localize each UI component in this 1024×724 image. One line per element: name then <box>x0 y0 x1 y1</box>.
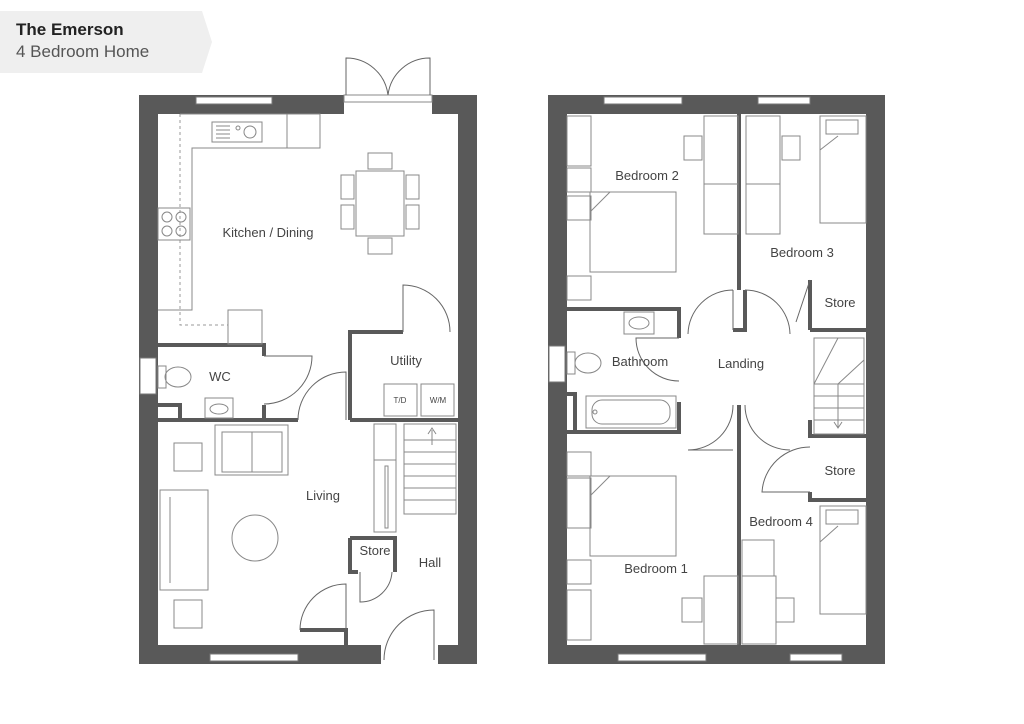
toilet-icon <box>157 365 192 389</box>
sofa-left-icon <box>159 489 209 591</box>
label-living: Living <box>306 488 340 503</box>
bed3-bed-icon <box>819 115 867 224</box>
wc-basin-icon <box>204 397 234 419</box>
dining-table-icon <box>340 152 420 255</box>
store-lower-door <box>761 446 811 493</box>
title-banner-shape <box>0 11 212 73</box>
gf-window-living <box>209 653 299 662</box>
plan-title: The Emerson <box>16 20 124 39</box>
gf-wall-top-right <box>432 95 477 114</box>
label-wc: WC <box>209 369 231 384</box>
gf-wall-right <box>458 95 477 664</box>
gf-window-wc <box>139 357 157 395</box>
washing-machine <box>420 383 455 417</box>
wc-door <box>263 355 313 405</box>
ff-window-bedroom4 <box>789 653 843 662</box>
ff-wall-right <box>866 95 885 664</box>
bed2-desk-icon <box>683 115 739 235</box>
bed1-desk-icon <box>681 575 739 645</box>
living-hall-door <box>299 583 347 631</box>
bath-icon <box>585 395 677 429</box>
bed3-desk-icon <box>745 115 801 235</box>
bed1-wardrobe <box>566 451 592 641</box>
bed2-door <box>687 289 734 335</box>
bathroom-basin-icon <box>623 311 655 335</box>
ff-window-bedroom2 <box>603 96 683 105</box>
ground-stairs-icon <box>403 423 457 515</box>
label-kitchen-dining: Kitchen / Dining <box>222 225 313 240</box>
label-utility: Utility <box>390 353 422 368</box>
label-bedroom3: Bedroom 3 <box>770 245 834 260</box>
coffee-table-icon <box>231 514 279 562</box>
gf-wall-store <box>350 536 397 572</box>
first-stairs-icon <box>813 337 865 435</box>
label-bedroom1: Bedroom 1 <box>624 561 688 576</box>
bathroom-toilet-icon <box>566 351 602 375</box>
label-washing-machine: W/M <box>430 396 447 405</box>
label-store-upper: Store <box>824 295 855 310</box>
store-door <box>359 571 393 603</box>
label-bedroom4: Bedroom 4 <box>749 514 813 529</box>
ff-wall-store2 <box>808 492 866 502</box>
front-door <box>383 609 435 661</box>
kitchen-unit <box>227 309 263 345</box>
bed4-door <box>744 404 791 451</box>
bed4-desk-icon <box>741 539 795 645</box>
ground-floor-plan: Kitchen / Dining WC Utility T/D W/M Livi… <box>139 57 477 664</box>
hall-cupboard <box>373 423 397 533</box>
bed3-door <box>744 289 791 335</box>
ff-wall-bathroom-top <box>567 307 681 338</box>
label-store-lower: Store <box>824 463 855 478</box>
label-hall: Hall <box>419 555 442 570</box>
gf-wall-bottom-right <box>438 645 477 664</box>
gf-wall-utility <box>348 330 403 420</box>
side-table-2-icon <box>173 599 203 629</box>
tumble-dryer <box>383 383 418 417</box>
label-store: Store <box>359 543 390 558</box>
ff-window-bedroom3 <box>757 96 811 105</box>
side-table-icon <box>173 442 203 472</box>
label-bathroom: Bathroom <box>612 354 668 369</box>
kitchen-sink-icon <box>211 121 263 143</box>
store-upper-door <box>795 279 811 323</box>
bed2-wardrobe <box>566 115 592 221</box>
kitchen-worktop <box>158 113 321 311</box>
label-bedroom2: Bedroom 2 <box>615 168 679 183</box>
plan-subtitle: 4 Bedroom Home <box>16 42 150 61</box>
living-door <box>297 371 347 421</box>
french-doors <box>343 57 433 103</box>
ff-wall-stair-bottom <box>808 420 866 438</box>
bed1-door <box>687 404 734 451</box>
ff-wall-bathroom-bottom <box>567 402 681 434</box>
bed4-bed-icon <box>819 505 867 615</box>
label-landing: Landing <box>718 356 764 371</box>
label-tumble-dryer: T/D <box>394 396 407 405</box>
hob-icon <box>157 207 191 241</box>
gf-wall-wc-top <box>158 343 266 356</box>
gf-window-kitchen <box>195 96 273 105</box>
bed2-bed-icon <box>589 191 677 273</box>
ff-window-bathroom <box>548 345 566 383</box>
title-banner <box>0 11 212 73</box>
sofa-icon <box>214 424 289 476</box>
ff-window-bedroom1 <box>617 653 707 662</box>
bed1-bed-icon <box>589 475 677 557</box>
bathroom-door <box>635 337 680 382</box>
utility-door <box>402 284 451 333</box>
ff-wall-top <box>548 95 885 114</box>
first-floor-plan: Bedroom 2 Bedroom 3 Store Bathroom Landi… <box>548 95 885 664</box>
